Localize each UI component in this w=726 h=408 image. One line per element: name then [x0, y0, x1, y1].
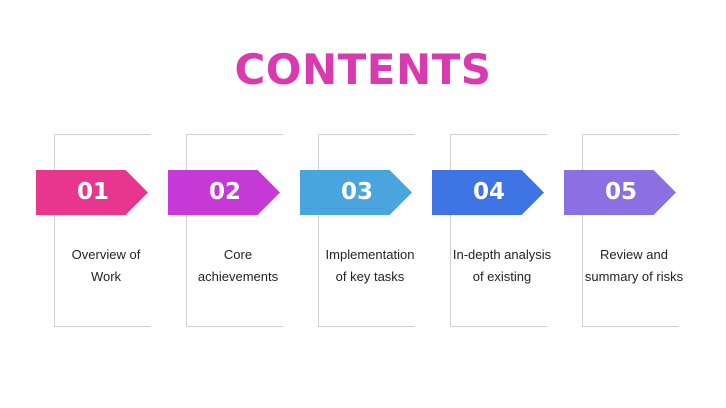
- arrow-tab: [168, 170, 280, 215]
- arrow-tab: [300, 170, 412, 215]
- item-frame: [318, 134, 415, 327]
- arrow-tab: [36, 170, 148, 215]
- contents-item-3: 03 Implementation of key tasks: [300, 134, 432, 327]
- arrow-tab: [564, 170, 676, 215]
- item-label-line1: Review and: [600, 247, 668, 262]
- item-label-line1: Overview of: [71, 247, 141, 262]
- contents-item-2: 02 Core achievements: [168, 134, 300, 327]
- contents-item-5: 05 Review and summary of risks: [564, 134, 696, 327]
- item-frame: [582, 134, 679, 327]
- item-label-line2: summary of risks: [584, 269, 684, 284]
- item-label: Review and summary of risks: [582, 244, 686, 288]
- item-label-line1: Implementation: [325, 247, 415, 262]
- item-label: In-depth analysis of existing: [450, 244, 554, 288]
- item-label-line2: Work: [90, 269, 122, 284]
- item-number: 03: [340, 179, 373, 205]
- slide-title: CONTENTS: [234, 45, 492, 94]
- item-label-line1: In-depth analysis: [452, 247, 552, 262]
- item-frame: [186, 134, 283, 327]
- item-number: 04: [472, 179, 505, 205]
- item-label-line2: of existing: [472, 269, 532, 284]
- item-frame: [54, 134, 151, 327]
- arrow-tab: [432, 170, 544, 215]
- item-label: Implementation of key tasks: [318, 244, 422, 288]
- item-number: 05: [604, 179, 637, 205]
- item-label: Core achievements: [186, 244, 290, 288]
- item-number: 01: [76, 179, 109, 205]
- item-number: 02: [208, 179, 241, 205]
- contents-item-4: 04 In-depth analysis of existing: [432, 134, 564, 327]
- contents-item-1: 01 Overview of Work: [36, 134, 168, 327]
- item-label-line1: Core: [223, 247, 253, 262]
- item-label-line2: of key tasks: [335, 269, 405, 284]
- item-frame: [450, 134, 547, 327]
- item-label-line2: achievements: [197, 269, 279, 284]
- item-label: Overview of Work: [54, 244, 158, 288]
